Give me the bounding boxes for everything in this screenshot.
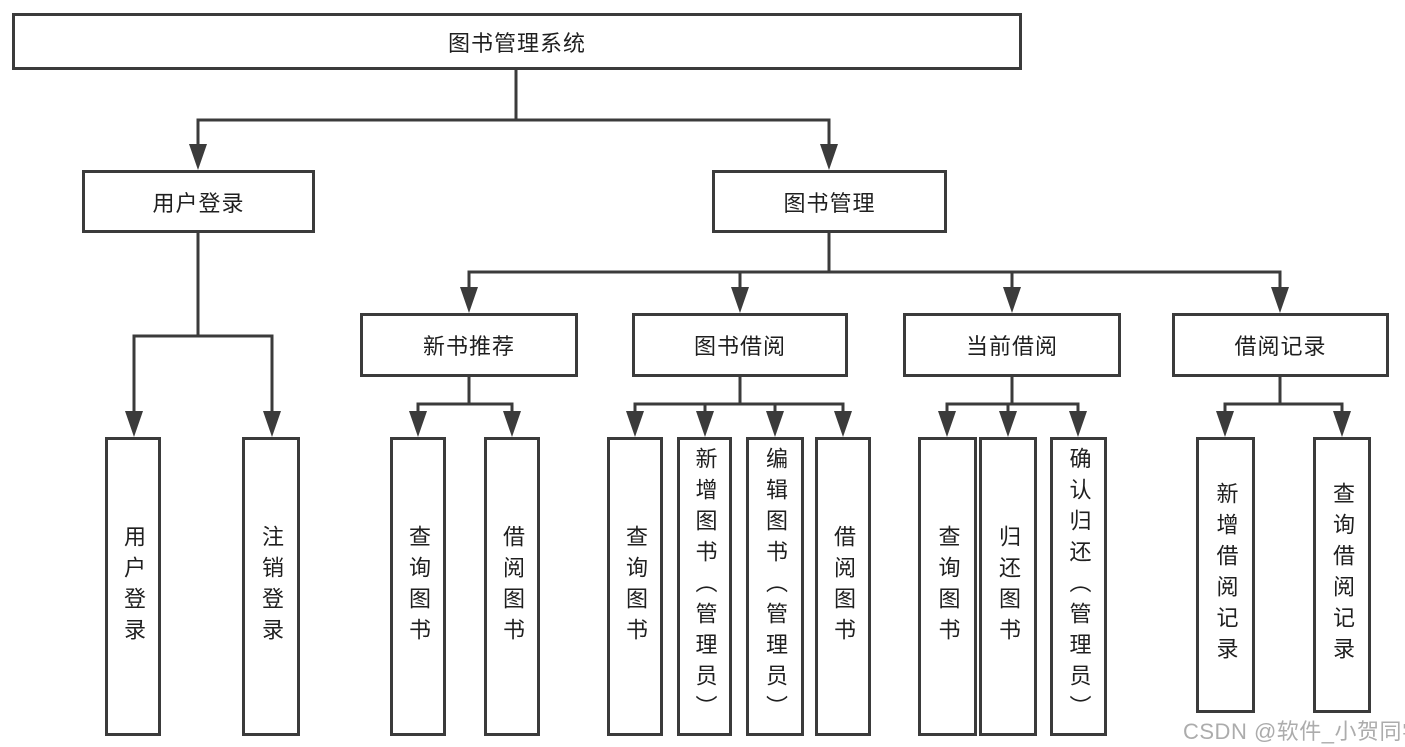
leaf-query-borrow-record-label: 查询借阅记录 — [1330, 482, 1355, 668]
leaf-edit-book-admin: 编辑图书（管理员） — [746, 437, 804, 736]
node-borrowing-records: 借阅记录 — [1172, 313, 1389, 377]
node-user-login-label: 用户登录 — [152, 190, 245, 216]
leaf-query-books-3-label: 查询图书 — [935, 524, 961, 649]
leaf-return-book: 归还图书 — [979, 437, 1037, 736]
leaf-add-book-admin-label: 新增图书（管理员） — [692, 447, 718, 726]
node-book-borrowing: 图书借阅 — [632, 313, 848, 377]
node-current-borrowing-label: 当前借阅 — [965, 334, 1058, 359]
node-current-borrowing: 当前借阅 — [903, 313, 1121, 377]
leaf-borrow-books-2: 借阅图书 — [815, 437, 871, 736]
leaf-user-login-label: 用户登录 — [121, 524, 146, 649]
leaf-add-borrow-record: 新增借阅记录 — [1196, 437, 1255, 713]
leaf-confirm-return-admin-label: 确认归还（管理员） — [1066, 447, 1092, 726]
node-new-book-recommend: 新书推荐 — [360, 313, 578, 377]
node-borrowing-records-label: 借阅记录 — [1234, 334, 1327, 359]
node-user-login: 用户登录 — [82, 170, 315, 233]
node-new-book-recommend-label: 新书推荐 — [422, 334, 515, 359]
leaf-borrow-books-2-label: 借阅图书 — [831, 524, 856, 649]
node-root-label: 图书管理系统 — [447, 30, 586, 56]
leaf-logout: 注销登录 — [242, 437, 300, 736]
leaf-borrow-books-1-label: 借阅图书 — [500, 524, 525, 649]
node-root: 图书管理系统 — [12, 13, 1022, 70]
leaf-borrow-books-1: 借阅图书 — [484, 437, 540, 736]
leaf-add-book-admin: 新增图书（管理员） — [677, 437, 732, 736]
leaf-query-books-1-label: 查询图书 — [406, 524, 431, 649]
leaf-query-books-2-label: 查询图书 — [623, 524, 648, 649]
node-book-management: 图书管理 — [712, 170, 947, 233]
leaf-add-borrow-record-label: 新增借阅记录 — [1213, 482, 1239, 668]
leaf-query-books-1: 查询图书 — [390, 437, 446, 736]
node-book-management-label: 图书管理 — [783, 190, 876, 216]
leaf-query-borrow-record: 查询借阅记录 — [1313, 437, 1371, 713]
connector-lines — [132, 70, 1344, 415]
leaf-edit-book-admin-label: 编辑图书（管理员） — [763, 447, 788, 726]
leaf-query-books-2: 查询图书 — [607, 437, 663, 736]
connector-arrowheads — [125, 144, 1351, 437]
leaf-query-books-3: 查询图书 — [918, 437, 977, 736]
leaf-logout-label: 注销登录 — [259, 524, 284, 649]
watermark: CSDN @软件_小贺同学 — [1183, 719, 1405, 744]
leaf-confirm-return-admin: 确认归还（管理员） — [1050, 437, 1107, 736]
leaf-return-book-label: 归还图书 — [996, 524, 1021, 649]
node-book-borrowing-label: 图书借阅 — [693, 334, 786, 359]
leaf-user-login: 用户登录 — [105, 437, 161, 736]
